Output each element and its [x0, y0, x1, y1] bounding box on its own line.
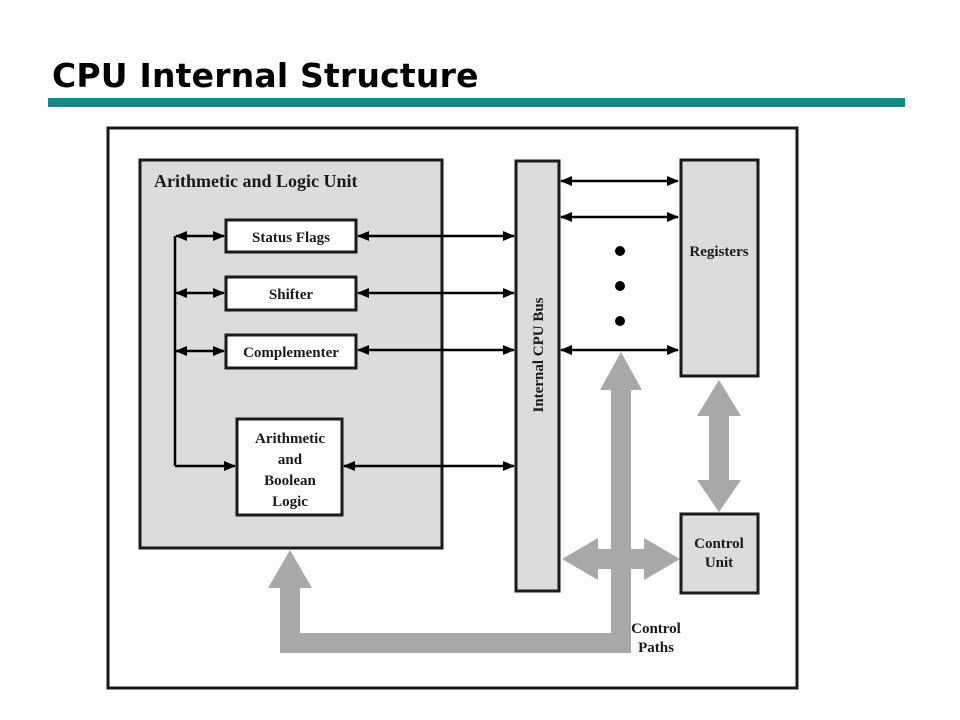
arith-line-1: Arithmetic	[255, 431, 325, 447]
control-unit-label-1: Control	[694, 536, 744, 552]
arith-line-3: Boolean	[264, 473, 316, 489]
control-path-cu-arrowhead	[644, 538, 680, 580]
control-path-bus-cu	[595, 549, 645, 569]
control-path-bus-arrowhead	[562, 538, 598, 580]
control-paths-label-1: Control	[631, 621, 681, 637]
control-unit-label-2: Unit	[705, 555, 733, 571]
status-flags-box	[224, 218, 358, 254]
control-paths-label-2: Paths	[638, 640, 674, 656]
ellipsis-dot-1	[615, 246, 625, 256]
arith-line-2: and	[278, 452, 303, 468]
control-path-horizontal	[280, 633, 631, 653]
status-flags-label: Status Flags	[252, 230, 330, 246]
alu-title: Arithmetic and Logic Unit	[154, 171, 357, 191]
control-paths	[268, 352, 741, 653]
arithmetic-boolean-logic-box	[235, 417, 344, 517]
control-unit-box	[679, 512, 760, 595]
shifter-box	[224, 275, 358, 312]
registers-box	[679, 158, 760, 378]
complementer-box	[224, 333, 358, 370]
registers-label: Registers	[689, 244, 748, 260]
control-path-cu-up-arrowhead	[697, 480, 741, 512]
control-path-up-arrowhead	[600, 352, 642, 390]
control-path-vertical	[611, 385, 631, 653]
internal-cpu-bus-label: Internal CPU Bus	[531, 297, 547, 412]
control-path-alu-arrowhead	[268, 550, 312, 588]
control-path-reg-cu	[709, 413, 729, 483]
ellipsis-dot-3	[615, 316, 625, 326]
internal-cpu-bus-box	[514, 159, 561, 593]
shifter-label: Shifter	[269, 287, 314, 303]
ellipsis-dot-2	[615, 281, 625, 291]
title-rule	[48, 98, 905, 107]
arith-line-4: Logic	[272, 494, 308, 510]
control-path-reg-arrowhead	[697, 380, 741, 416]
slide-title: CPU Internal Structure	[52, 56, 479, 95]
control-path-alu-riser	[280, 582, 300, 653]
complementer-label: Complementer	[243, 345, 339, 361]
